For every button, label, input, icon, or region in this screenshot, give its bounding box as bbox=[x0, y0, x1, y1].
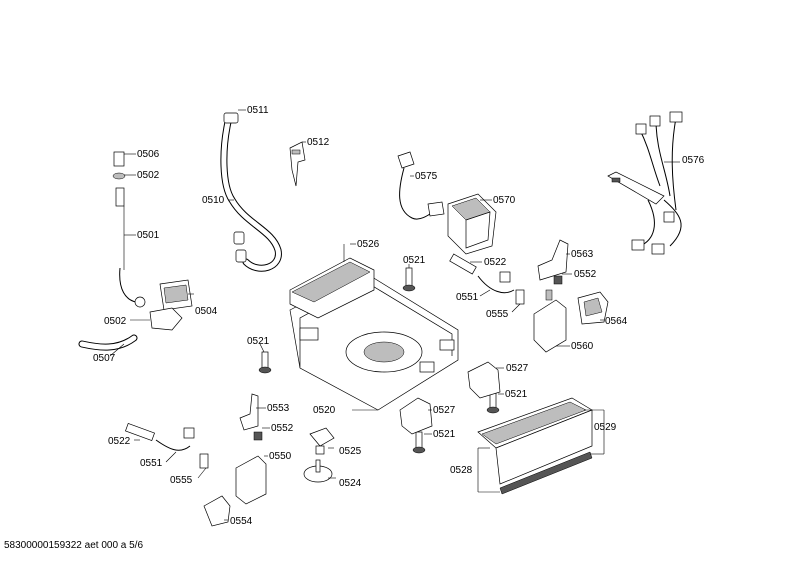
label-0507: 0507 bbox=[93, 353, 116, 364]
nut-0552 bbox=[553, 275, 563, 285]
wiring-harness-0576 bbox=[607, 111, 683, 255]
label-0552-upper: 0552 bbox=[574, 269, 597, 280]
label-0525: 0525 bbox=[339, 446, 362, 457]
label-0502-upper: 0502 bbox=[137, 170, 160, 181]
leader-0555a bbox=[511, 303, 521, 313]
document-id: 58300000159322 aet 000 a 5/6 bbox=[4, 540, 144, 551]
bracket-0553 bbox=[239, 393, 259, 431]
leader-0551a bbox=[479, 289, 491, 297]
label-0522-upper: 0522 bbox=[484, 257, 507, 268]
bracket-0560 bbox=[533, 289, 567, 353]
float-0524 bbox=[303, 459, 333, 483]
label-0526: 0526 bbox=[357, 239, 380, 250]
clip-0512 bbox=[289, 141, 306, 187]
cover-0527-b bbox=[399, 397, 433, 435]
label-0560: 0560 bbox=[571, 341, 594, 352]
screw-0521-a bbox=[402, 267, 416, 292]
label-0521-left: 0521 bbox=[247, 336, 270, 347]
label-0576: 0576 bbox=[682, 155, 705, 166]
label-0551-lower: 0551 bbox=[140, 458, 163, 469]
label-0570: 0570 bbox=[493, 195, 516, 206]
cover-0527-a bbox=[467, 361, 501, 399]
label-0522-lower: 0522 bbox=[108, 436, 131, 447]
clip-0554 bbox=[203, 495, 231, 527]
label-0563: 0563 bbox=[571, 249, 594, 260]
leader-0551b bbox=[165, 451, 177, 463]
label-0527-upper: 0527 bbox=[506, 363, 529, 374]
label-0501: 0501 bbox=[137, 230, 160, 241]
screw-0521-b bbox=[258, 351, 272, 374]
label-0521-bottom: 0521 bbox=[433, 429, 456, 440]
rail-0529 bbox=[477, 397, 593, 495]
inlet-hose bbox=[119, 267, 137, 303]
label-0555-lower: 0555 bbox=[170, 475, 193, 486]
label-0521-right: 0521 bbox=[505, 389, 528, 400]
drain-hose-0510 bbox=[220, 112, 282, 272]
leader-0521b bbox=[259, 343, 265, 353]
control-box-0570 bbox=[447, 193, 497, 255]
bracket-0563 bbox=[537, 239, 569, 281]
base-0520 bbox=[289, 257, 459, 411]
label-0555-upper: 0555 bbox=[486, 309, 509, 320]
label-0506: 0506 bbox=[137, 149, 160, 160]
label-0510: 0510 bbox=[202, 195, 225, 206]
label-0524: 0524 bbox=[339, 478, 362, 489]
label-0527-lower: 0527 bbox=[433, 405, 456, 416]
label-0575: 0575 bbox=[415, 171, 438, 182]
label-0552-lower: 0552 bbox=[271, 423, 294, 434]
switch-0525 bbox=[309, 427, 335, 455]
cable-0575 bbox=[397, 151, 445, 220]
screw-0521-d bbox=[412, 431, 426, 454]
label-0511: 0511 bbox=[247, 105, 269, 116]
valve-block-0504 bbox=[134, 279, 193, 331]
label-0564: 0564 bbox=[605, 316, 628, 327]
bracket-0550 bbox=[235, 455, 267, 505]
label-0504: 0504 bbox=[195, 306, 218, 317]
label-0529: 0529 bbox=[594, 422, 617, 433]
label-0521-top: 0521 bbox=[403, 255, 426, 266]
nut-0552-b bbox=[253, 431, 263, 441]
sensor-0522-a bbox=[449, 253, 525, 305]
inlet-fitting-0506 bbox=[112, 151, 126, 207]
label-0502-lower: 0502 bbox=[104, 316, 127, 327]
clip-0564 bbox=[577, 291, 609, 325]
label-0554: 0554 bbox=[230, 516, 253, 527]
label-0551-upper: 0551 bbox=[456, 292, 479, 303]
label-0520: 0520 bbox=[313, 405, 336, 416]
label-0528: 0528 bbox=[450, 465, 473, 476]
sensor-0522-b bbox=[125, 423, 209, 469]
label-0512: 0512 bbox=[307, 137, 330, 148]
leader-0555b bbox=[197, 467, 207, 479]
leader-0507 bbox=[109, 343, 125, 357]
label-0550: 0550 bbox=[269, 451, 292, 462]
label-0553: 0553 bbox=[267, 403, 290, 414]
